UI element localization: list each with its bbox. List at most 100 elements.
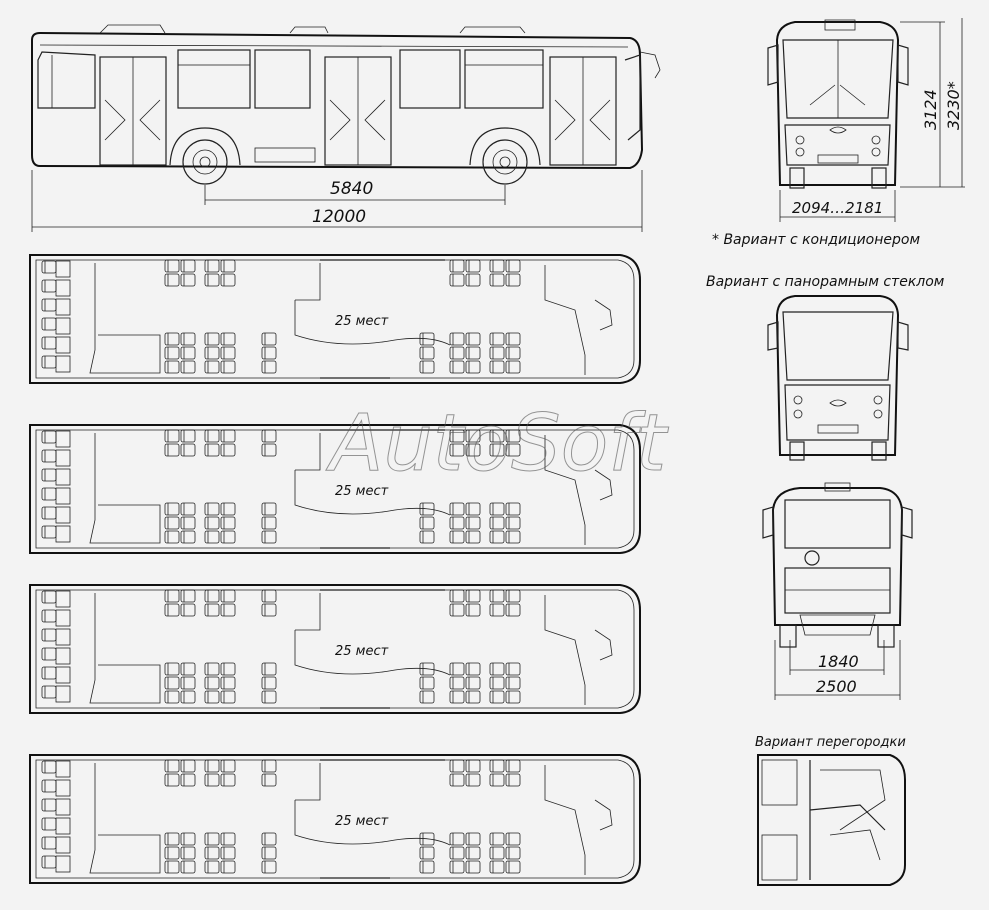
seat [180,690,196,704]
seat [164,360,180,374]
seat [261,662,277,676]
partition-variant: Вариант перегородки [755,735,906,886]
seat-count-label: 25 мест [335,484,389,499]
seat [465,589,481,603]
seat [164,530,180,544]
seat [419,516,435,530]
seat [220,773,236,787]
floor-plan-3: 25 мест [29,584,641,714]
seat [449,273,465,287]
seat [489,443,505,457]
seat [204,273,220,287]
seat [261,773,277,787]
seat [164,346,180,360]
seat [419,676,435,690]
seat [419,346,435,360]
seat [505,516,521,530]
front-view-panoramic [767,295,909,461]
seat [41,317,57,331]
seat [204,773,220,787]
seat [180,516,196,530]
seat [164,603,180,617]
seat [505,443,521,457]
seat [505,360,521,374]
seat [261,860,277,874]
track-dim: 1840 [818,652,859,671]
floor-plan-1: 25 мест [29,254,641,384]
seat [220,846,236,860]
seat [465,443,481,457]
seat [220,530,236,544]
seat [180,589,196,603]
seat [449,773,465,787]
seat [41,487,57,501]
seat [419,690,435,704]
seat [489,589,505,603]
seat [204,832,220,846]
seat [489,360,505,374]
seat [41,685,57,699]
seat [204,603,220,617]
seat [164,759,180,773]
seat [220,443,236,457]
seat [41,260,57,274]
seat [41,336,57,350]
seat [419,832,435,846]
seat [180,360,196,374]
seat [164,676,180,690]
seat [489,332,505,346]
seat [164,860,180,874]
seat [449,676,465,690]
seat [41,355,57,369]
seat [164,332,180,346]
seat [180,860,196,874]
seat [505,832,521,846]
seat [419,846,435,860]
seat [261,832,277,846]
seat [41,836,57,850]
seat [261,846,277,860]
seat [261,360,277,374]
seat [505,259,521,273]
seat [164,690,180,704]
seat [261,332,277,346]
seat [180,676,196,690]
seat [164,429,180,443]
seat [204,516,220,530]
seat [505,429,521,443]
seat [489,530,505,544]
seat [204,332,220,346]
seat [505,662,521,676]
seat [204,443,220,457]
seat [419,360,435,374]
seat [465,832,481,846]
seat [220,429,236,443]
seat [180,773,196,787]
seat [261,589,277,603]
seat [505,273,521,287]
seat [489,773,505,787]
seat [220,273,236,287]
seat [465,773,481,787]
seat [164,516,180,530]
seat [465,676,481,690]
seat [465,662,481,676]
seat [465,273,481,287]
seat [419,860,435,874]
seat [220,860,236,874]
seat [465,759,481,773]
seat [41,666,57,680]
seat [180,759,196,773]
seat [261,516,277,530]
seat [204,690,220,704]
overall-width-dim: 2500 [816,677,857,696]
seat [41,430,57,444]
seat [489,259,505,273]
seat [261,603,277,617]
seat [465,360,481,374]
seat [419,332,435,346]
seat [465,846,481,860]
seat [261,676,277,690]
rear-view: 1840 2500 [762,482,913,700]
